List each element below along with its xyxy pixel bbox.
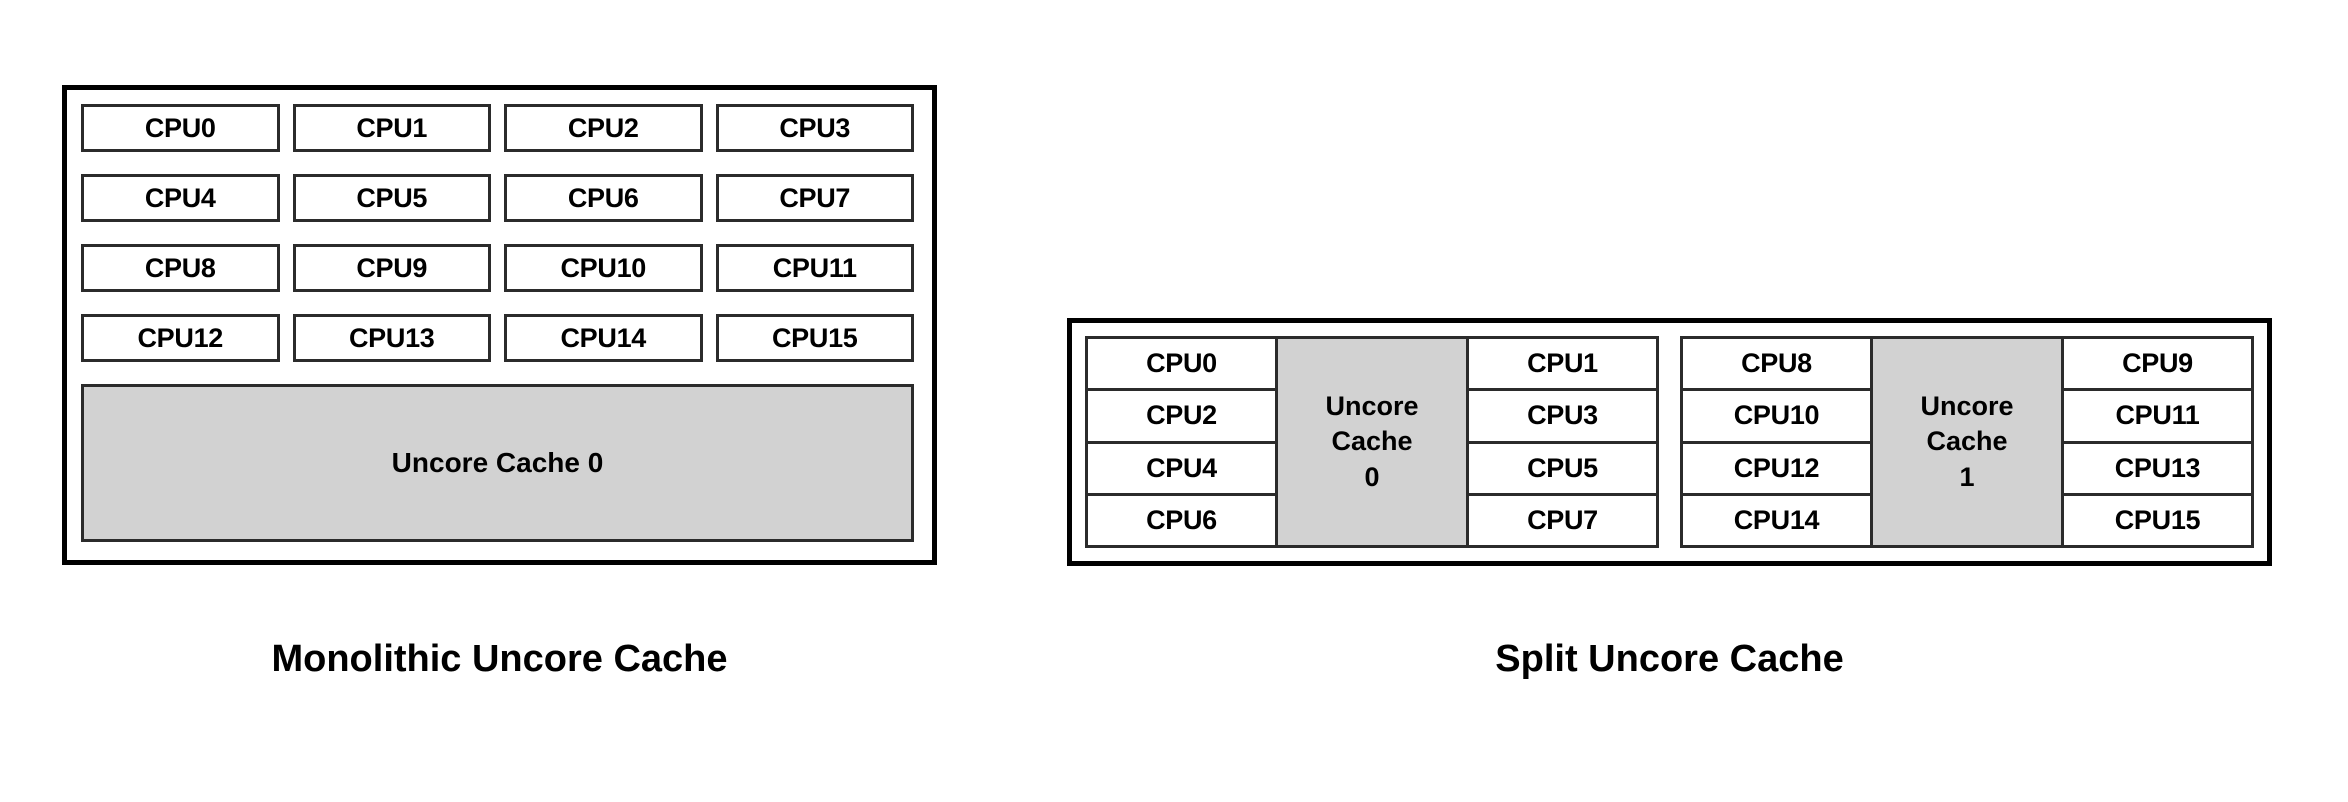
uncore-cache-label-line-1: Uncore: [1325, 390, 1419, 421]
cpu-box: CPU7: [1527, 504, 1598, 535]
cluster-0-left-cpu-column: CPU0 CPU2 CPU4 CPU6: [1088, 339, 1278, 545]
uncore-cache-label-line-2: Cache: [1926, 426, 2008, 457]
cpu-box: CPU10: [1683, 391, 1870, 444]
uncore-cache-label: Uncore Cache 0: [391, 447, 604, 478]
cpu-box: CPU6: [1146, 504, 1217, 535]
cpu-box: CPU5: [1469, 444, 1656, 496]
cpu-box: CPU11: [2064, 391, 2251, 444]
cpu-box: CPU5: [292, 174, 491, 222]
cluster-1: CPU8 CPU10 CPU12 CPU14 Uncore Cache 1 CP…: [1680, 336, 2254, 548]
cpu-box: CPU12: [81, 314, 280, 362]
cpu-box: CPU8: [81, 244, 280, 292]
cpu-box: CPU14: [1733, 504, 1820, 535]
cluster-1-left-cpu-column: CPU8 CPU10 CPU12 CPU14: [1683, 339, 1873, 545]
cpu-box: CPU3: [715, 104, 914, 152]
cluster-0: CPU0 CPU2 CPU4 CPU6 Uncore Cache 0 CPU1 …: [1085, 336, 1659, 548]
cpu-box: CPU13: [292, 314, 491, 362]
cpu-box: CPU11: [715, 244, 914, 292]
uncore-cache-block: Uncore Cache 0: [81, 384, 914, 542]
cpu-box: CPU13: [2064, 444, 2251, 496]
split-clusters-container: CPU0 CPU2 CPU4 CPU6 Uncore Cache 0 CPU1 …: [1085, 336, 2254, 548]
cpu-box: CPU6: [504, 174, 703, 222]
uncore-cache-label-line-2: Cache: [1331, 426, 1413, 457]
caption-split: Split Uncore Cache: [1495, 638, 1844, 680]
uncore-cache-block-1: Uncore Cache 1: [1873, 339, 2061, 545]
cpu-box: CPU1: [1469, 339, 1656, 392]
cpu-box: CPU14: [504, 314, 703, 362]
split-uncore-panel: CPU0 CPU2 CPU4 CPU6 Uncore Cache 0 CPU1 …: [1067, 318, 2272, 566]
cluster-0-right-cpu-column: CPU1 CPU3 CPU5 CPU7: [1466, 339, 1656, 545]
cpu-box: CPU2: [504, 104, 703, 152]
cpu-box: CPU4: [1088, 444, 1275, 496]
cluster-1-right-cpu-column: CPU9 CPU11 CPU13 CPU15: [2061, 339, 2251, 545]
cpu-box: CPU15: [2114, 504, 2201, 535]
cpu-box: CPU15: [715, 314, 914, 362]
cpu-box: CPU12: [1683, 444, 1870, 496]
cpu-box: CPU0: [1088, 339, 1275, 392]
uncore-cache-block-0: Uncore Cache 0: [1278, 339, 1466, 545]
uncore-cache-label-line-3: 0: [1364, 461, 1380, 492]
monolithic-uncore-panel: CPU0 CPU1 CPU2 CPU3 CPU4 CPU5 CPU6 CPU7 …: [62, 85, 937, 565]
cpu-box: CPU9: [292, 244, 491, 292]
cpu-box: CPU4: [81, 174, 280, 222]
uncore-cache-label-line-1: Uncore: [1920, 390, 2014, 421]
cpu-box: CPU3: [1469, 391, 1656, 444]
caption-monolithic: Monolithic Uncore Cache: [271, 638, 728, 680]
cpu-box: CPU10: [504, 244, 703, 292]
cpu-box: CPU0: [81, 104, 280, 152]
cpu-box: CPU1: [292, 104, 491, 152]
cpu-box: CPU2: [1088, 391, 1275, 444]
cpu-box: CPU9: [2064, 339, 2251, 392]
uncore-cache-label-line-3: 1: [1959, 461, 1975, 492]
cpu-box: CPU7: [715, 174, 914, 222]
cpu-box: CPU8: [1683, 339, 1870, 392]
monolithic-cpu-grid: CPU0 CPU1 CPU2 CPU3 CPU4 CPU5 CPU6 CPU7 …: [81, 104, 914, 362]
